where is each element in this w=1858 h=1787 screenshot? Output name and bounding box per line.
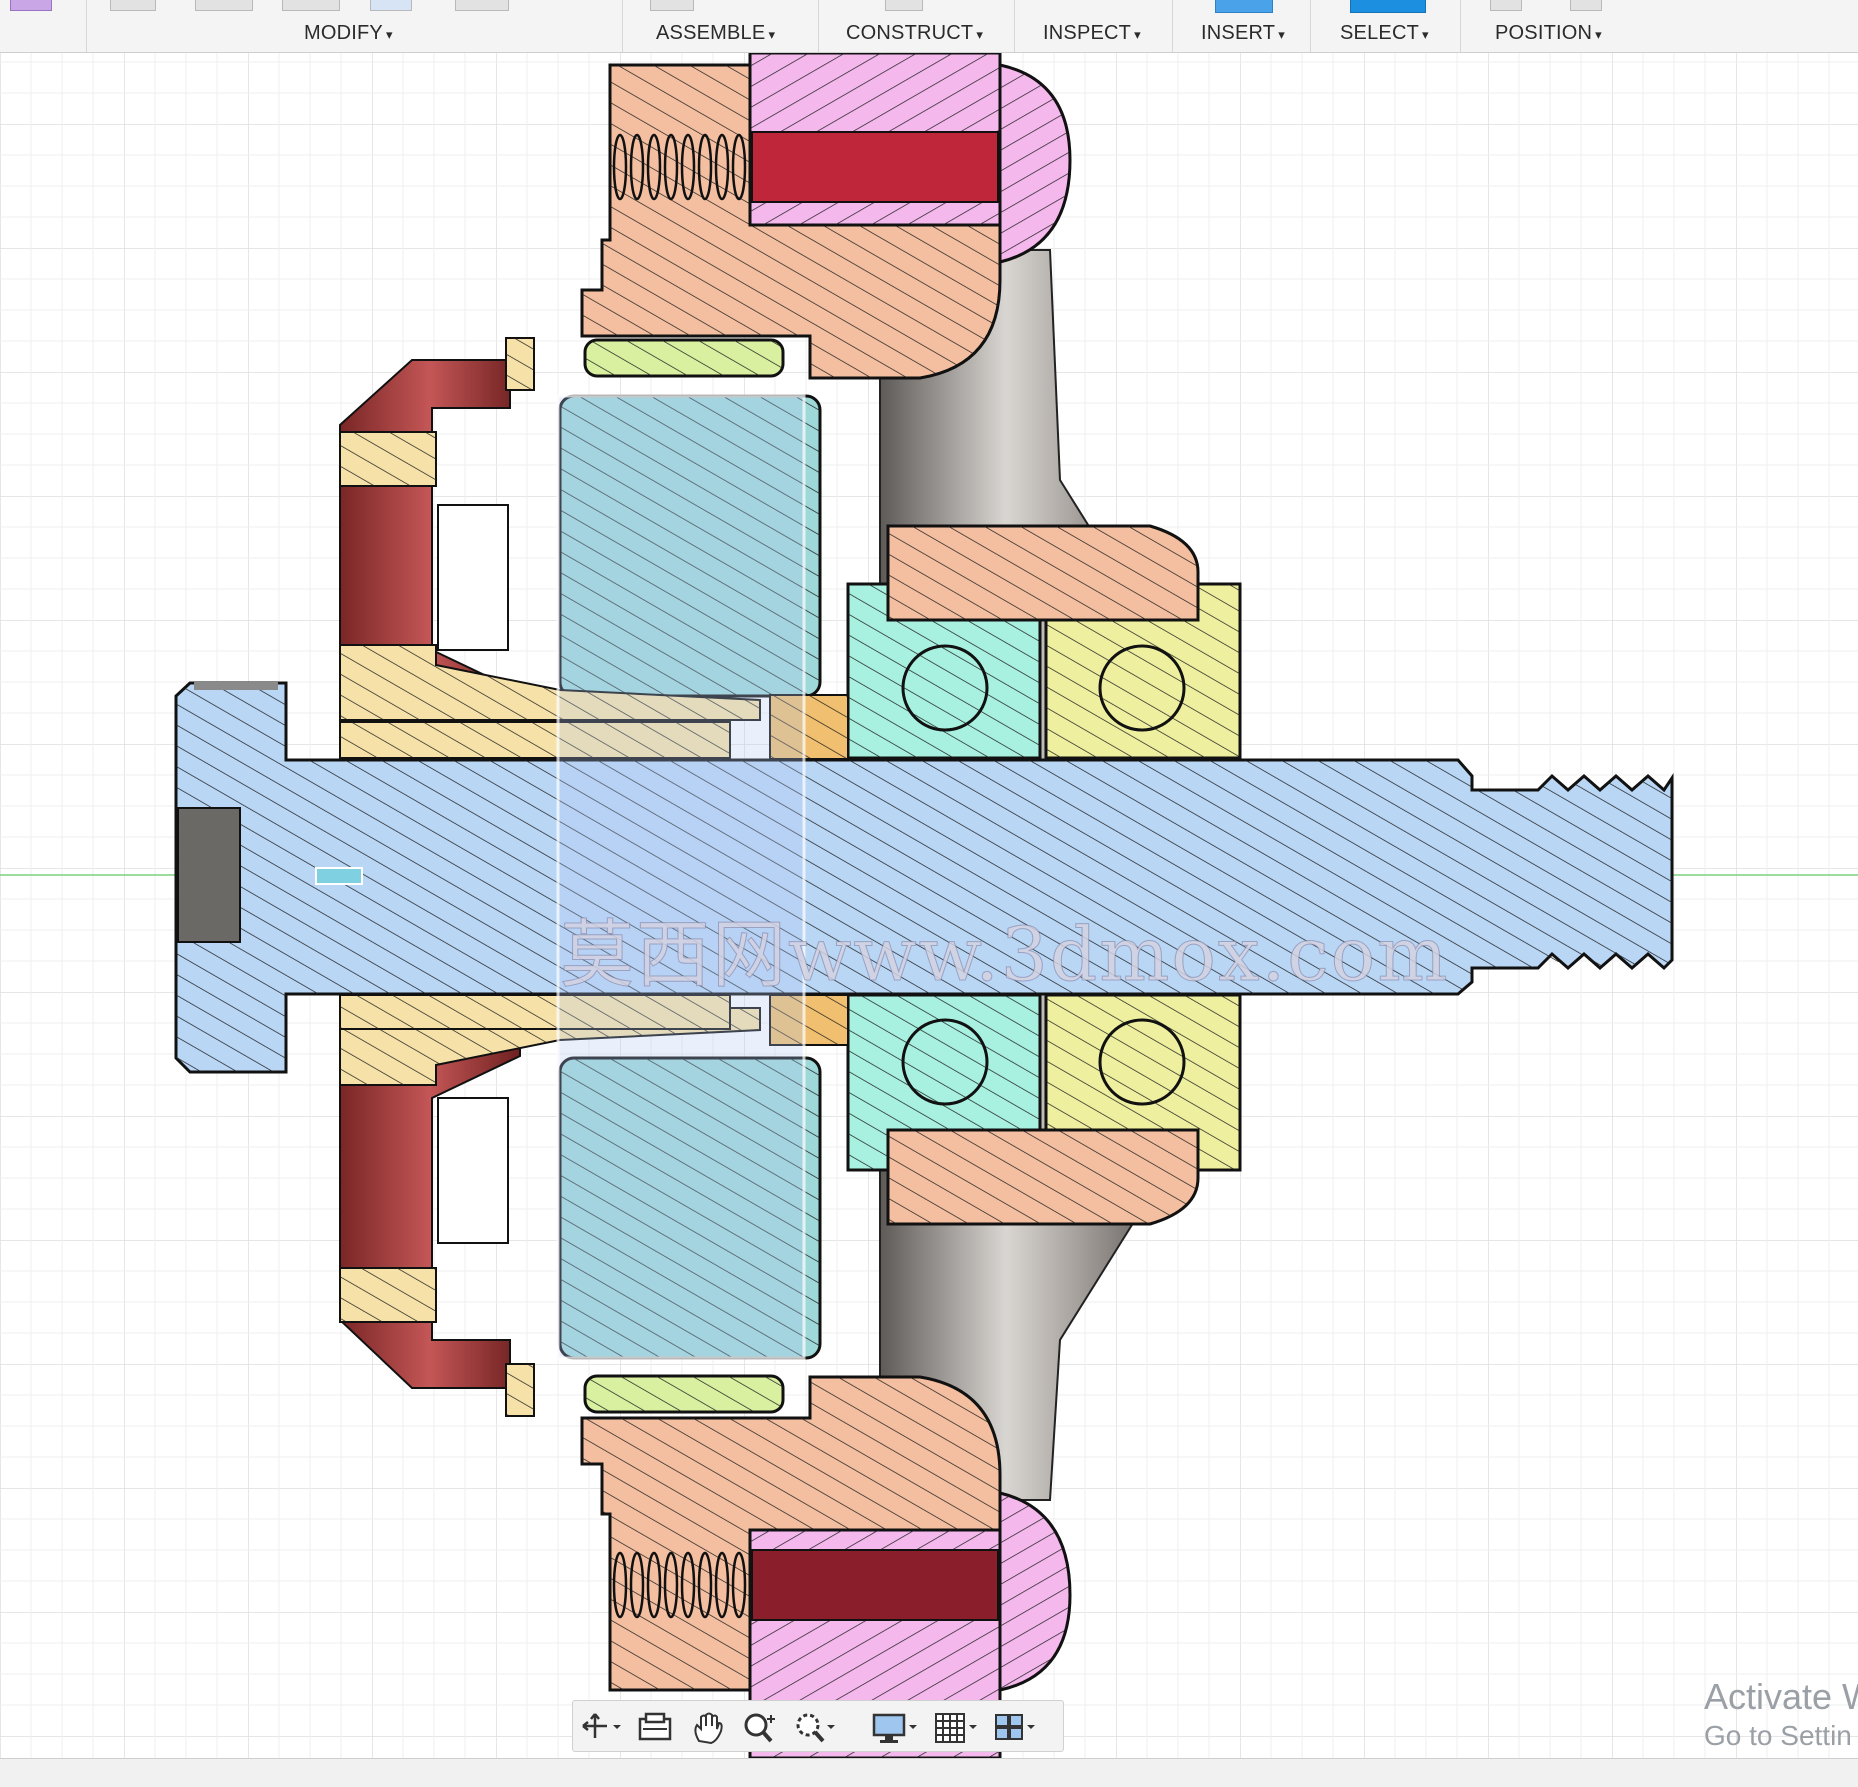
modify-label: MODIFY: [304, 22, 383, 44]
chevron-down-icon: ▾: [1134, 27, 1141, 42]
bearing-cyan-upper: [846, 582, 1042, 760]
zoom-icon: [744, 1713, 775, 1743]
hex-socket-icon: [177, 807, 241, 943]
washer-upper: [339, 337, 761, 759]
position-menu[interactable]: POSITION▾: [1495, 22, 1602, 45]
assemble-menu[interactable]: ASSEMBLE▾: [656, 22, 775, 45]
modify-menu[interactable]: MODIFY▾: [304, 22, 393, 45]
chevron-down-icon: ▾: [1595, 27, 1602, 42]
display-settings-icon: [872, 1713, 917, 1743]
orbit-icon: [582, 1713, 621, 1738]
tool-icon[interactable]: [455, 0, 509, 11]
select-menu[interactable]: SELECT▾: [1340, 22, 1429, 45]
tool-icon[interactable]: [650, 0, 694, 11]
position-label: POSITION: [1495, 22, 1593, 44]
construct-menu[interactable]: CONSTRUCT▾: [846, 22, 983, 45]
fit-icon: [796, 1713, 835, 1743]
navigation-bar: [572, 1700, 1064, 1752]
inspect-label: INSPECT: [1043, 22, 1132, 44]
washer-lower: [339, 994, 761, 1417]
chevron-down-icon: ▾: [976, 27, 984, 42]
tool-icon[interactable]: [195, 0, 253, 11]
tool-icon[interactable]: [10, 0, 52, 11]
tool-icon[interactable]: [282, 0, 340, 11]
tool-icon[interactable]: [885, 0, 923, 11]
viewports-button[interactable]: [991, 1707, 1039, 1745]
fit-button[interactable]: [791, 1707, 839, 1745]
tool-icon[interactable]: [1490, 0, 1522, 11]
construct-label: CONSTRUCT: [846, 22, 974, 44]
look-at-icon: [638, 1712, 672, 1741]
orbit-button[interactable]: [577, 1707, 625, 1745]
insert-label: INSERT: [1201, 22, 1276, 44]
tool-icon[interactable]: [1570, 0, 1602, 11]
status-strip: [0, 1758, 1858, 1787]
watermark-text: 莫西网www.3dmox.com: [559, 912, 1450, 999]
look-at-button[interactable]: [635, 1707, 683, 1745]
spring-upper: [612, 133, 747, 201]
zoom-button[interactable]: [739, 1707, 787, 1745]
viewports-icon: [995, 1714, 1035, 1740]
selection-highlight: [556, 394, 806, 1360]
tool-icon[interactable]: [1350, 0, 1426, 13]
section-view[interactable]: [0, 51, 1858, 1760]
activate-title: Activate W: [1704, 1676, 1858, 1717]
chevron-down-icon: ▾: [768, 27, 776, 42]
grid-settings-button[interactable]: [931, 1707, 979, 1745]
display-settings-button[interactable]: [869, 1707, 917, 1745]
activate-windows-notice: Activate W Go to Settin: [1704, 1676, 1858, 1752]
pan-icon: [694, 1712, 723, 1745]
grid-settings-icon: [935, 1713, 977, 1743]
activate-subtitle: Go to Settin: [1704, 1720, 1852, 1751]
ribbon-toolbar: MODIFY▾ ASSEMBLE▾ CONSTRUCT▾ INSPECT▾ IN…: [0, 0, 1858, 53]
insert-menu[interactable]: INSERT▾: [1201, 22, 1285, 45]
pan-button[interactable]: [687, 1707, 735, 1745]
canvas-viewport[interactable]: 莫西网www.3dmox.com: [0, 51, 1858, 1760]
bearing-yellow-upper: [1044, 582, 1242, 760]
chevron-down-icon: ▾: [385, 27, 393, 42]
select-label: SELECT: [1340, 22, 1420, 44]
bearing-yellow-lower: [1044, 993, 1242, 1172]
pink-bolt-upper: [748, 51, 1072, 264]
chevron-down-icon: ▾: [1278, 27, 1285, 42]
tool-icon[interactable]: [1215, 0, 1273, 13]
spring-lower: [612, 1551, 747, 1619]
tool-icon[interactable]: [110, 0, 156, 11]
inspect-menu[interactable]: INSPECT▾: [1043, 22, 1141, 45]
chevron-down-icon: ▾: [1422, 27, 1429, 42]
assemble-label: ASSEMBLE: [656, 22, 766, 44]
tool-icon[interactable]: [370, 0, 412, 11]
